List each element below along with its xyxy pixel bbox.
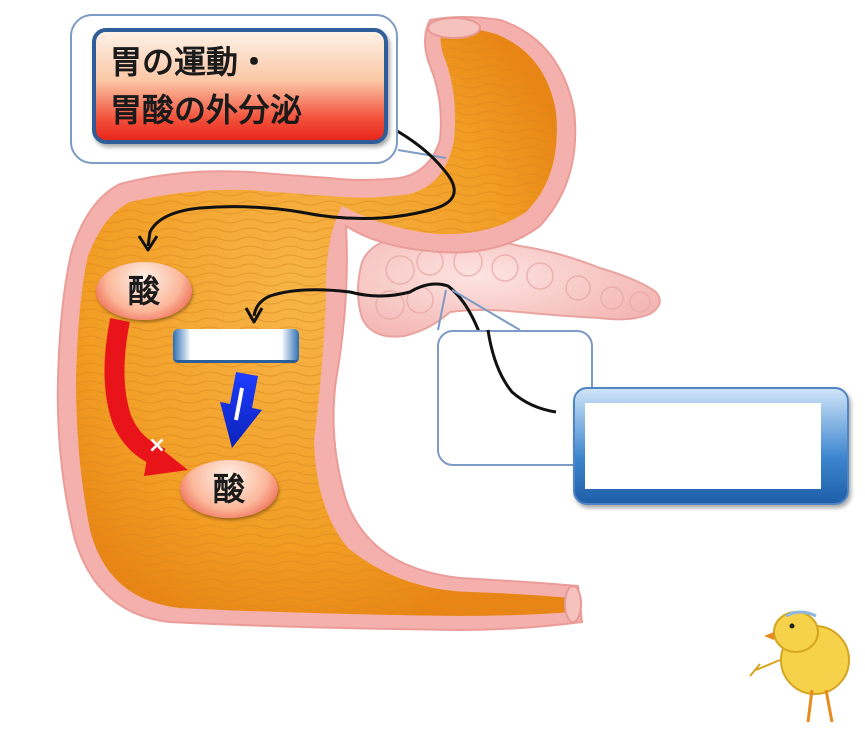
blank-label-large-inner — [585, 403, 821, 489]
nerve-arrow-head-label — [244, 307, 264, 324]
inhibit-arrow-highlight — [234, 387, 244, 421]
callout-connector — [397, 149, 447, 159]
duodenum-opening — [564, 585, 582, 623]
blank-label-large — [573, 387, 849, 505]
chick-mascot-icon — [749, 610, 850, 723]
acid-flow-arrow-head — [144, 440, 188, 476]
acinar-inset-box — [437, 330, 593, 466]
acid-bubble-bottom: 酸 — [180, 460, 278, 518]
inhibit-mark: × — [147, 433, 167, 458]
nerve-arrow-head-top — [137, 235, 159, 252]
inset-pointer — [437, 289, 521, 331]
title-box: 胃の運動・ 胃酸の外分泌 — [92, 28, 388, 144]
esophagus-opening — [427, 17, 481, 39]
pancreas — [357, 234, 661, 338]
title-line-2: 胃酸の外分泌 — [110, 91, 303, 129]
nerve-path-to-acid — [146, 116, 456, 247]
acid-bubble-top: 酸 — [96, 262, 192, 320]
blank-label-small — [173, 329, 299, 363]
acid-flow-arrow — [104, 318, 166, 468]
title-line-1: 胃の運動・ — [110, 43, 271, 81]
inhibit-arrow — [220, 372, 262, 448]
